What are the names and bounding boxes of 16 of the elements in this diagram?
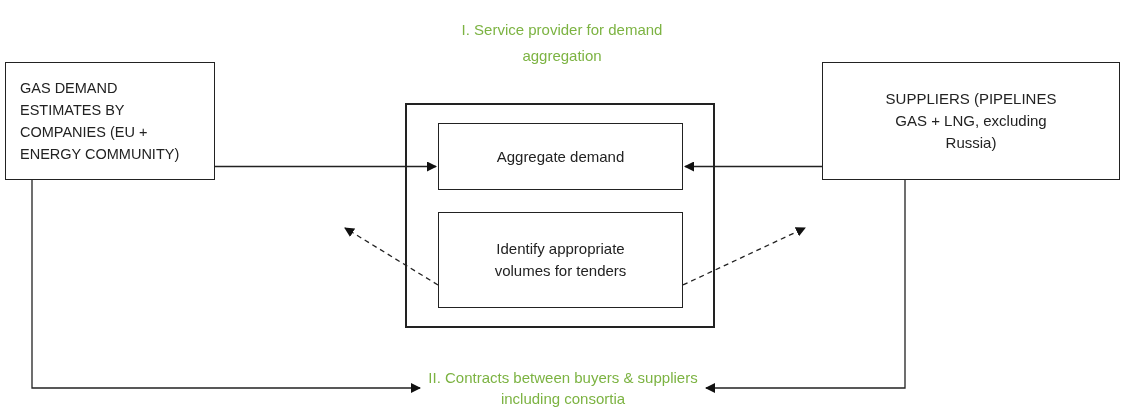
box-label: SUPPLIERS (PIPELINES GAS + LNG, excluding Russia) (884, 89, 1058, 153)
arrow (705, 179, 906, 393)
arrow (684, 161, 823, 172)
dashed-arrow (682, 227, 806, 286)
process-box (5, 62, 215, 180)
box-label: Aggregate demand (495, 146, 626, 167)
process-box (438, 123, 683, 190)
box-label: Identify appropriate volumes for tenders (493, 239, 628, 281)
box-label: GAS DEMAND ESTIMATES BY COMPANIES (EU + ENERGY COMMUNITY) (19, 79, 181, 164)
contracts-label: II. Contracts between buyers & suppliers including consortia (427, 368, 699, 409)
process-box (438, 212, 683, 308)
arrow (214, 161, 437, 172)
process-box (822, 62, 1120, 180)
arrow (31, 179, 421, 393)
dashed-arrow (344, 227, 439, 286)
heading-text: I. Service provider for demand aggregation (460, 20, 664, 66)
